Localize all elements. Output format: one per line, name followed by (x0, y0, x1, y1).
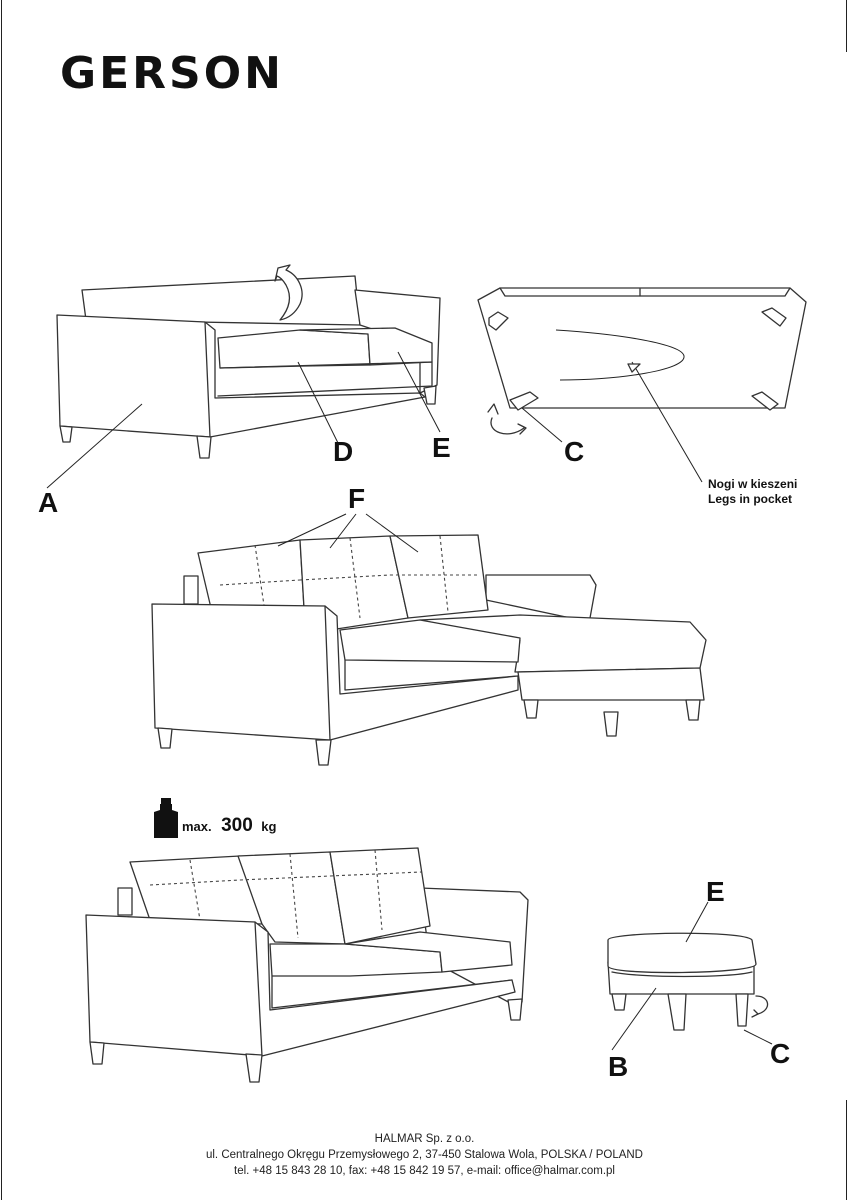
max-weight-label: max. 300 kg (182, 815, 276, 836)
sofa2-back-cushion-right (329, 847, 431, 945)
corner-leg-4 (603, 711, 619, 737)
label-c-top: C (564, 436, 584, 467)
sofa-with-cushions-view (85, 847, 529, 1083)
sofa2-left-arm (85, 914, 516, 1057)
label-f: F (348, 483, 365, 514)
leader-b (611, 987, 657, 1051)
sofa1-leg-front-left (59, 425, 73, 443)
sofa2-seat-cushion-right (344, 931, 513, 973)
rotate-arrow-icon (490, 417, 525, 435)
pouf-leg-1 (611, 993, 627, 1011)
label-a: A (38, 487, 58, 518)
sofa-front-view (56, 264, 441, 459)
pocket-arrow-head (627, 363, 641, 373)
label-d: D (333, 436, 353, 467)
corner-right-arm (485, 574, 597, 621)
leader-f-2 (329, 513, 357, 549)
corner-back-cushion-right (389, 534, 489, 619)
label-b: B (608, 1051, 628, 1082)
max-weight-unit: kg (261, 819, 276, 834)
footer-address: ul. Centralnego Okręgu Przemysłowego 2, … (205, 1149, 643, 1161)
corner-seat-cushion (339, 619, 521, 663)
corner-sofa-view (151, 534, 707, 766)
leader-f-1 (277, 513, 347, 547)
corner-leg-3 (523, 699, 539, 719)
leader-d (297, 361, 339, 444)
sofa1-seat-base (217, 361, 433, 397)
leg-block-bottom-left (509, 391, 539, 411)
leg-block-bottom-right (751, 391, 779, 411)
right-border-line (846, 0, 847, 52)
label-e-bottom: E (706, 876, 725, 907)
sofa2-leg-1 (89, 1041, 105, 1065)
weight-icon (154, 798, 178, 838)
pouf-view (607, 932, 769, 1031)
leader-f-3 (365, 513, 419, 553)
sofa1-leg-front-right (196, 435, 212, 459)
footer-company: HALMAR Sp. z o.o. (374, 1133, 475, 1145)
pocket-arrow (555, 329, 685, 381)
footer: HALMAR Sp. z o.o. ul. Centralnego Okręgu… (0, 1131, 849, 1179)
sofa2-leg-3 (507, 998, 523, 1021)
corner-leg-2 (315, 739, 332, 766)
underside-frame (477, 287, 807, 409)
sofa2-leg-2 (245, 1053, 263, 1083)
right-border-line-lower (846, 1100, 847, 1200)
leg-block-top-left (488, 311, 509, 331)
rotate-arrow-icon (755, 995, 769, 1015)
legs-note-polish: Nogi w kieszeni (708, 477, 797, 491)
leader-e-top (397, 351, 441, 433)
leader-c-bottom (743, 1029, 773, 1045)
left-border-line (1, 0, 2, 1200)
sofa-underside-view (477, 287, 807, 483)
corner-leg-1 (157, 727, 173, 749)
sofa1-seat-cushion-left (217, 329, 371, 369)
corner-leg-5 (685, 699, 701, 721)
product-title: GERSON (60, 48, 284, 99)
leader-c-top (521, 407, 563, 443)
label-e-top: E (432, 432, 451, 463)
rotate-arrow-icon (274, 264, 303, 321)
max-weight-prefix: max. (182, 819, 212, 834)
pouf-leg-3 (735, 993, 749, 1027)
corner-left-arm (151, 603, 519, 741)
leg-block-top-right (761, 307, 787, 327)
label-c-bottom: C (770, 1038, 790, 1069)
pouf-leg-2 (667, 993, 687, 1031)
legs-note-english: Legs in pocket (708, 492, 792, 506)
footer-contact: tel. +48 15 843 28 10, fax: +48 15 842 1… (234, 1165, 615, 1177)
leader-e-bottom (685, 901, 709, 943)
sofa2-back-cushion-middle (237, 851, 346, 945)
sofa1-leg-back-right (423, 385, 437, 405)
pouf-cushion (607, 932, 757, 974)
leader-a (46, 403, 143, 489)
corner-chaise-base (517, 667, 705, 701)
max-weight-value: 300 (221, 815, 253, 836)
